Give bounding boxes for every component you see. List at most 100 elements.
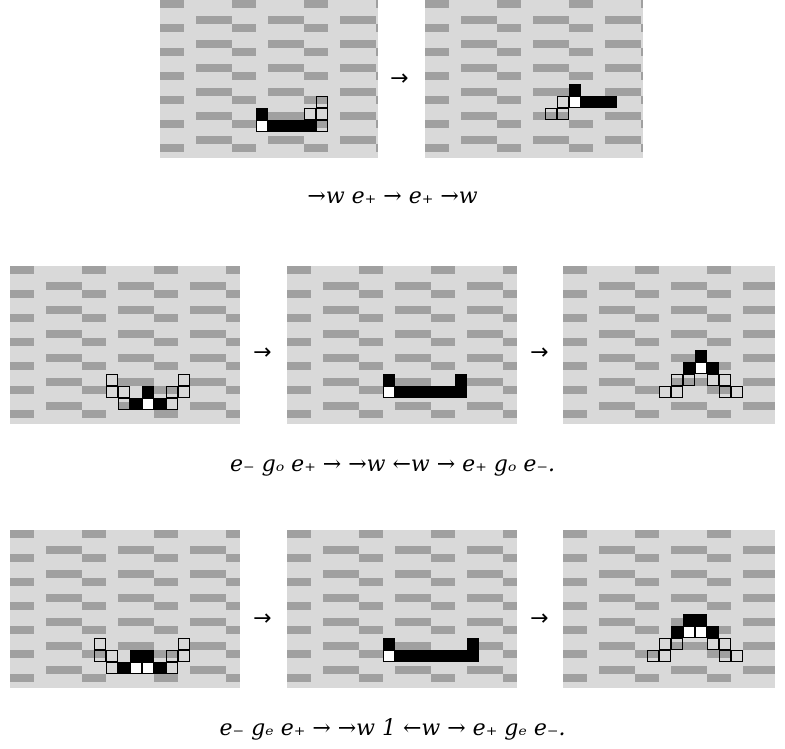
black-cell: [407, 650, 419, 662]
texture-brick: [287, 290, 299, 298]
texture-brick: [335, 306, 347, 314]
texture-brick: [569, 48, 581, 56]
outline-cell: [707, 374, 719, 386]
black-cell: [395, 386, 407, 398]
texture-brick: [683, 330, 695, 338]
texture-brick: [647, 362, 659, 370]
texture-brick: [491, 282, 503, 290]
texture-brick: [142, 570, 154, 578]
texture-brick: [371, 410, 383, 418]
outline-cell: [719, 386, 731, 398]
black-cell: [569, 84, 581, 96]
outline-cell: [304, 108, 316, 120]
texture-brick: [154, 386, 166, 394]
texture-brick: [238, 602, 240, 610]
texture-brick: [419, 666, 431, 674]
texture-brick: [347, 546, 359, 554]
texture-brick: [425, 120, 437, 128]
texture-brick: [335, 378, 347, 386]
texture-brick: [10, 266, 22, 274]
texture-brick: [431, 530, 443, 538]
texture-brick: [575, 674, 587, 682]
texture-pattern: [287, 266, 517, 418]
texture-brick: [419, 306, 431, 314]
texture-brick: [431, 626, 443, 634]
texture-brick: [118, 594, 130, 602]
texture-brick: [647, 530, 659, 538]
black-cell: [280, 120, 292, 132]
outline-cell: [166, 650, 178, 662]
texture-brick: [22, 314, 34, 322]
texture-brick: [304, 144, 316, 152]
texture-brick: [166, 578, 178, 586]
black-cell: [671, 626, 683, 638]
texture-brick: [347, 642, 359, 650]
texture-brick: [503, 410, 515, 418]
texture-brick: [22, 290, 34, 298]
texture-pattern: [160, 0, 378, 152]
automaton-panel: [563, 530, 775, 688]
texture-brick: [364, 64, 376, 72]
texture-brick: [461, 64, 473, 72]
texture-brick: [82, 602, 94, 610]
texture-brick: [202, 642, 214, 650]
texture-brick: [431, 338, 443, 346]
texture-brick: [557, 88, 569, 96]
texture-brick: [323, 618, 335, 626]
texture-brick: [118, 378, 130, 386]
black-cell: [455, 374, 467, 386]
texture-brick: [707, 386, 719, 394]
texture-brick: [46, 642, 58, 650]
texture-brick: [647, 674, 659, 682]
texture-brick: [767, 402, 775, 410]
texture-brick: [509, 144, 521, 152]
texture-brick: [46, 330, 58, 338]
texture-brick: [611, 330, 623, 338]
texture-brick: [407, 642, 419, 650]
texture-brick: [719, 266, 731, 274]
texture-brick: [299, 674, 311, 682]
texture-brick: [280, 88, 292, 96]
texture-brick: [190, 402, 202, 410]
texture-brick: [352, 112, 364, 120]
texture-brick: [755, 402, 767, 410]
texture-brick: [58, 402, 70, 410]
texture-brick: [299, 290, 311, 298]
texture-brick: [515, 626, 517, 634]
black-cell: [683, 614, 695, 626]
texture-brick: [340, 136, 352, 144]
texture-brick: [503, 626, 515, 634]
texture-brick: [70, 546, 82, 554]
texture-brick: [154, 362, 166, 370]
texture-brick: [82, 290, 94, 298]
texture-brick: [244, 48, 256, 56]
texture-brick: [46, 666, 58, 674]
texture-brick: [154, 314, 166, 322]
texture-brick: [491, 402, 503, 410]
texture-brick: [70, 306, 82, 314]
texture-brick: [287, 650, 299, 658]
texture-brick: [22, 578, 34, 586]
texture-brick: [82, 410, 94, 418]
texture-brick: [226, 626, 238, 634]
texture-brick: [407, 594, 419, 602]
texture-brick: [479, 354, 491, 362]
texture-brick: [160, 144, 172, 152]
texture-brick: [238, 314, 240, 322]
texture-brick: [172, 96, 184, 104]
texture-brick: [395, 378, 407, 386]
texture-brick: [419, 594, 431, 602]
texture-brick: [22, 362, 34, 370]
texture-brick: [647, 290, 659, 298]
texture-brick: [599, 594, 611, 602]
texture-brick: [172, 72, 184, 80]
texture-brick: [755, 378, 767, 386]
texture-brick: [82, 626, 94, 634]
texture-brick: [299, 602, 311, 610]
automaton-panel: [425, 0, 643, 158]
texture-brick: [503, 578, 515, 586]
texture-brick: [611, 402, 623, 410]
texture-brick: [94, 530, 106, 538]
texture-brick: [605, 40, 617, 48]
texture-brick: [599, 618, 611, 626]
